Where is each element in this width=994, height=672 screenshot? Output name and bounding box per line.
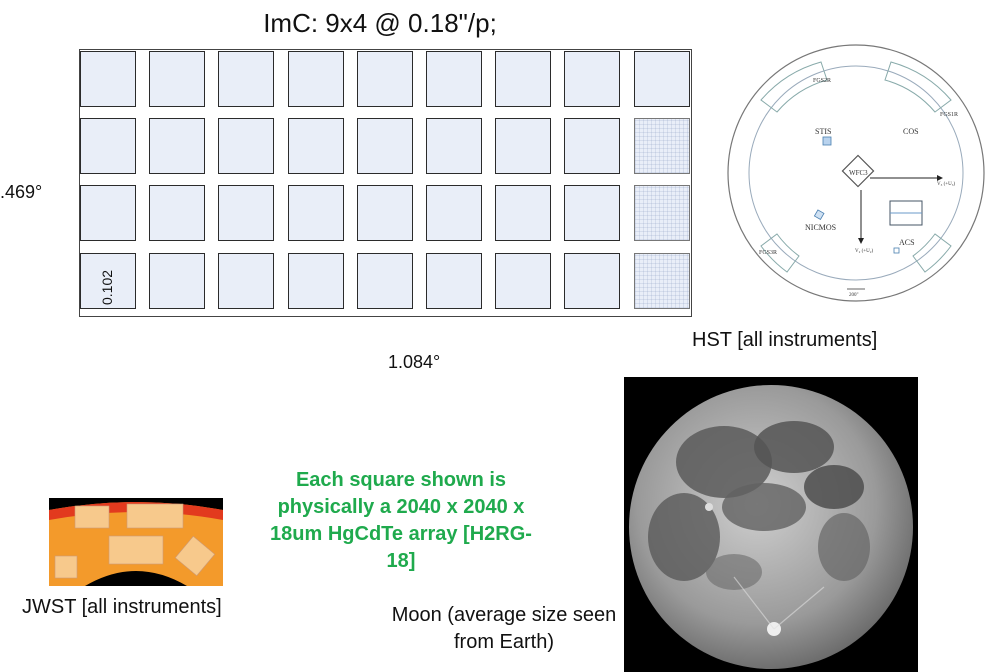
hst-label-fgs2r: FGS2R <box>813 78 831 84</box>
detector-tile <box>287 185 344 242</box>
hst-label-cos: COS <box>903 127 919 136</box>
detector-tile <box>495 252 552 309</box>
fgs1r-region <box>884 61 952 113</box>
v2-arrowhead <box>858 238 864 244</box>
grid-width-label: 1.084° <box>388 352 441 372</box>
detector-tile <box>356 51 413 107</box>
detector-tile <box>218 51 275 107</box>
hst-label-nicmos: NICMOS <box>805 223 836 232</box>
detector-tile <box>426 185 482 242</box>
hst-label-wfc3: WFC3 <box>849 169 868 177</box>
hst-label-v3: V₃ (+U₃) <box>937 182 955 187</box>
detector-tile <box>287 118 344 175</box>
detector-grid-frame <box>79 49 692 317</box>
detector-tile <box>80 185 136 242</box>
hst-label-fgs3r: FGS3R <box>759 250 777 256</box>
detector-tile <box>356 252 413 309</box>
v3-arrowhead <box>937 175 943 181</box>
moon-image <box>624 377 918 672</box>
detector-tile <box>218 252 275 309</box>
detector-tile <box>80 252 136 309</box>
moon-crater-copernicus <box>705 503 713 511</box>
detector-tile <box>495 118 552 175</box>
moon-mare-2 <box>754 421 834 473</box>
hst-label-scale: 200" <box>849 293 859 298</box>
detector-tile <box>80 51 136 107</box>
jwst-aperture-3 <box>108 535 164 565</box>
detector-tile <box>426 118 482 175</box>
detector-tile <box>149 51 206 107</box>
moon-ray-1 <box>733 576 775 630</box>
detector-tile <box>287 51 344 107</box>
fgs-region-br <box>912 233 952 273</box>
hst-focal-plane-diagram: FGS2R FGS1R FGS3R STIS COS WFC3 V₃ (+U₃)… <box>727 44 985 302</box>
moon-mare-5 <box>648 493 720 581</box>
grid-height-label: .469° <box>0 182 43 202</box>
detector-tile <box>149 252 206 309</box>
diagram-title: ImC: 9x4 @ 0.18"/p; <box>263 8 497 38</box>
jwst-aperture-1 <box>74 505 110 529</box>
acs-sbc-aperture <box>893 247 900 254</box>
detector-tile <box>149 185 206 242</box>
fgs3r-region <box>760 233 800 273</box>
stis-aperture <box>822 136 832 146</box>
tile-size-text: 0.102 <box>99 269 115 305</box>
detector-tile <box>564 118 621 175</box>
detector-tile <box>633 118 690 175</box>
detector-tile <box>218 185 275 242</box>
detector-tile <box>633 51 690 107</box>
detector-tile <box>80 118 136 175</box>
moon-mare-4 <box>722 483 806 531</box>
moon-ray-2 <box>773 586 825 630</box>
detector-tile <box>218 118 275 175</box>
tile-size-label: 0.102 <box>99 261 119 305</box>
detector-tile <box>356 118 413 175</box>
jwst-caption: JWST [all instruments] <box>22 596 222 618</box>
detector-tile <box>564 185 621 242</box>
fgs2r-region <box>760 61 828 113</box>
moon-mare-3 <box>804 465 864 509</box>
detector-tile <box>495 51 552 107</box>
detector-tile <box>149 118 206 175</box>
hst-inner-circle <box>748 65 964 281</box>
jwst-focal-plane-diagram <box>49 498 223 586</box>
moon-caption: Moon (average size seen from Earth) <box>391 604 617 653</box>
hst-label-stis: STIS <box>815 127 831 136</box>
array-note: Each square shown is physically a 2040 x… <box>270 469 532 572</box>
hst-label-v2: V₂ (+U₂) <box>855 249 873 254</box>
wfc3-aperture <box>841 154 875 188</box>
detector-tile <box>287 252 344 309</box>
jwst-aperture-2 <box>126 503 184 529</box>
hst-label-acs: ACS <box>899 238 915 247</box>
detector-tile <box>633 185 690 242</box>
detector-tile <box>495 185 552 242</box>
detector-tile <box>426 51 482 107</box>
nicmos-aperture <box>813 209 825 221</box>
detector-tile <box>564 252 621 309</box>
jwst-aperture-5 <box>174 535 216 577</box>
hst-caption: HST [all instruments] <box>692 329 878 351</box>
moon-mare-7 <box>706 554 762 590</box>
moon-mare-1 <box>676 426 772 498</box>
detector-tile <box>356 185 413 242</box>
detector-tile <box>633 252 690 309</box>
detector-tile <box>564 51 621 107</box>
hst-outer-circle <box>727 44 985 302</box>
detector-tile <box>426 252 482 309</box>
jwst-aperture-4 <box>54 555 78 579</box>
hst-label-fgs1r: FGS1R <box>940 112 958 118</box>
moon-mare-6 <box>818 513 870 581</box>
